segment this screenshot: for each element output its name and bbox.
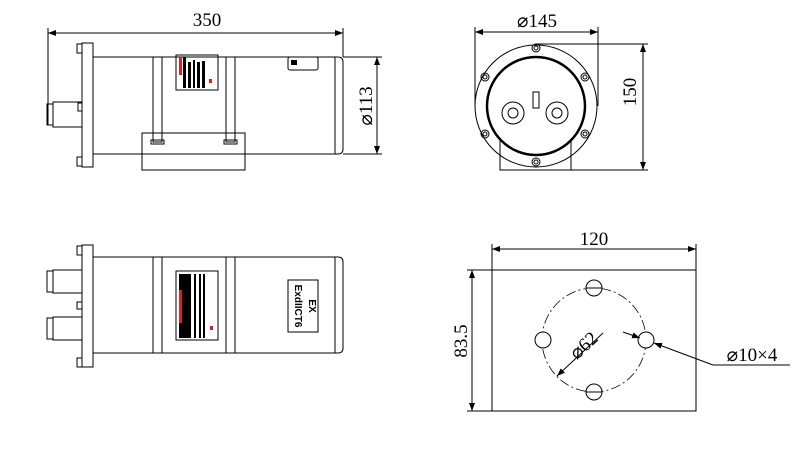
- height-dimension: 150: [620, 78, 641, 107]
- small-plate: [287, 56, 319, 71]
- diameter-dimension: ⌀113: [356, 86, 377, 125]
- flange: [81, 42, 94, 168]
- end-view: ⌀145 150: [474, 11, 648, 171]
- plate-width-dimension: 120: [580, 229, 609, 250]
- side-view: 350 ⌀113: [46, 10, 382, 171]
- mounting-plate-view: 120 83.5 ⌀62 ⌀10×4: [451, 229, 790, 412]
- length-dimension: 350: [193, 10, 222, 31]
- mounting-bracket: [141, 132, 246, 171]
- ex-marking-line1: EX: [306, 299, 317, 313]
- bottom-view: EX ExdIICT6: [46, 244, 344, 368]
- plate-height-dimension: 83.5: [451, 324, 472, 357]
- ex-marking-line2: ExdIICT6: [292, 285, 303, 328]
- end-diameter-dimension: ⌀145: [517, 11, 557, 32]
- nameplate: [175, 270, 219, 341]
- ex-marking-plate: [287, 279, 319, 333]
- bolt-circle-dimension: ⌀62: [566, 328, 603, 364]
- holes-dimension: ⌀10×4: [727, 345, 778, 366]
- strap: [152, 56, 163, 143]
- nameplate: [175, 54, 219, 91]
- strap: [225, 56, 236, 143]
